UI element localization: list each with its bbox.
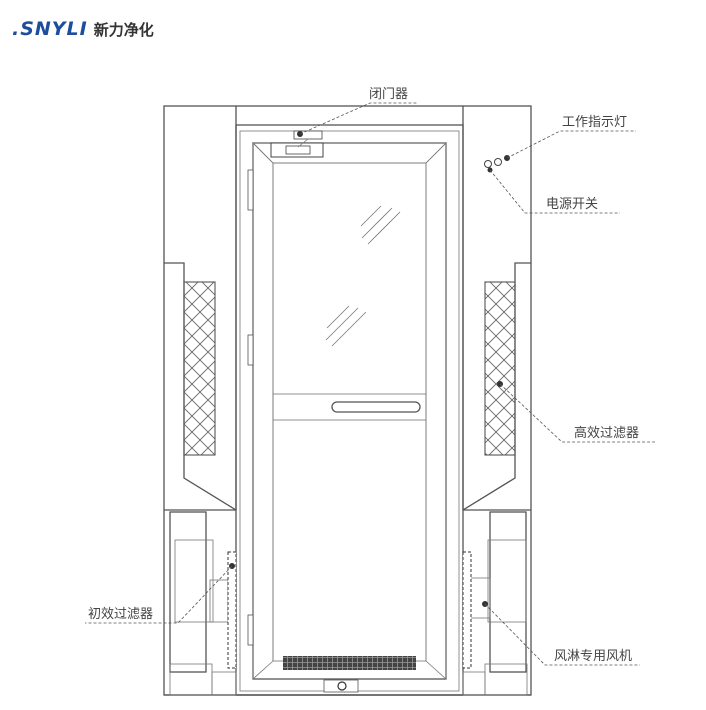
door-closer [270,130,324,158]
indicator-light-icon [494,158,502,166]
right-fan-unit [462,511,528,696]
left-column [164,106,237,511]
fan-leader [484,603,640,666]
door-rail [272,393,427,421]
left-fan-unit [169,511,237,696]
label-indicator-light: 工作指示灯 [562,115,627,130]
right-hepa-filter [484,281,516,456]
door-glass [325,205,401,347]
door-bottom-lock [323,679,359,693]
power-switch-leader [489,169,620,214]
left-hepa-filter [183,281,216,456]
indicator-light-icon [484,160,492,168]
cabinet-body [163,105,532,696]
label-primary-filter: 初效过滤器 [88,607,153,622]
right-primary-filter [462,551,472,669]
label-power-switch: 电源开关 [546,197,598,212]
brand-logo: .SNYLI 新力净化 [12,18,154,40]
indicator-light-leader [506,130,636,159]
brand-cn-name: 新力净化 [93,20,154,39]
right-column [462,106,531,511]
door-handle[interactable] [331,401,421,413]
floor-grill [283,656,416,670]
label-hepa-filter: 高效过滤器 [574,425,639,441]
door-frame [235,124,464,696]
label-fan: 风淋专用风机 [554,649,632,664]
door-hinges [247,169,254,646]
brand-name: .SNYLI [12,18,88,40]
door-closer-leader [299,102,418,135]
primary-filter-leader [85,565,233,624]
primary-filter [227,551,237,669]
label-door-closer: 闭门器 [369,87,408,102]
hepa-filter-leader [499,383,655,443]
